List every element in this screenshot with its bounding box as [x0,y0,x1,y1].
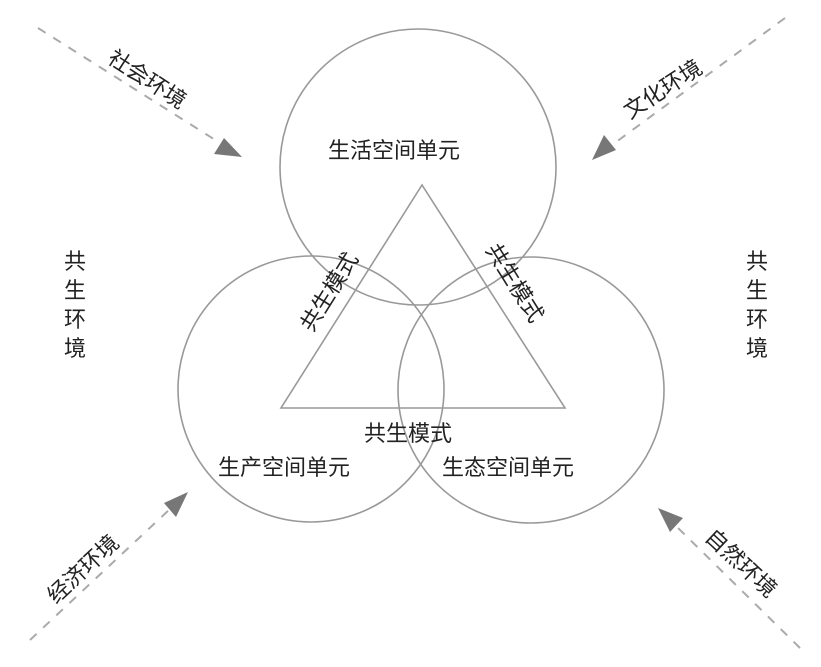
social-arrow-head [214,138,242,157]
economic-arrow-head [164,492,188,517]
symbiosis-triangle [279,183,567,409]
social-arrow-line [37,27,221,144]
ecology-unit-circle [397,256,665,524]
living-unit-label: 生活空间单元 [328,139,461,164]
symbiotic-environment-left: 共生环境 [63,250,86,362]
production-unit-circle [177,255,445,523]
ecology-unit-label: 生态空间单元 [442,456,575,481]
natural-arrow-head [658,508,683,532]
mode-label-bottom: 共生模式 [364,422,453,447]
cultural-arrow-head [592,135,616,160]
natural-arrow-line [674,524,801,649]
symbiotic-environment-right: 共生环境 [745,250,768,362]
economic-arrow-line [29,508,171,641]
living-unit-circle [279,28,557,306]
production-unit-label: 生产空间单元 [218,456,351,481]
